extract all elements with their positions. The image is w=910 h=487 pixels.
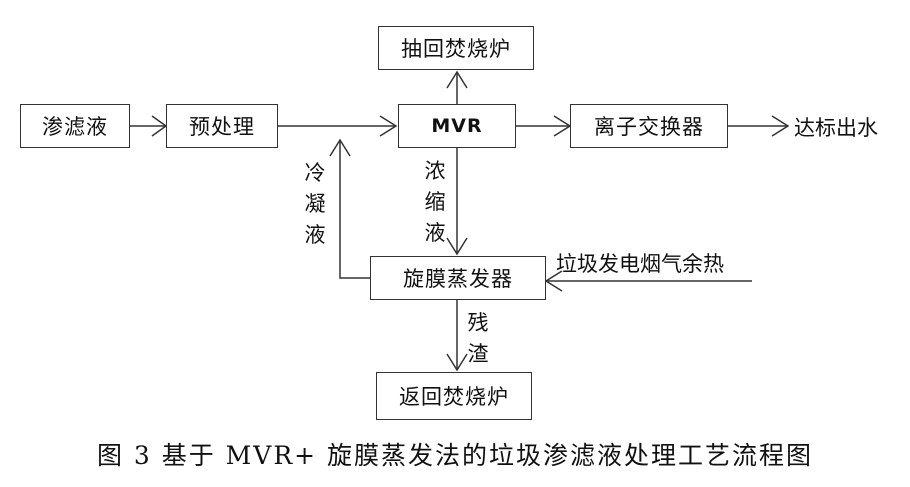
label-discharge: 达标出水 bbox=[794, 116, 878, 140]
arrowhead-ion-to-discharge bbox=[771, 115, 790, 137]
label-waste-heat: 垃圾发电烟气余热 bbox=[556, 252, 724, 276]
node-return-incinerator-bottom: 返回焚烧炉 bbox=[376, 372, 532, 420]
arrowhead-mvr-to-evaporator bbox=[446, 237, 468, 256]
arrowhead-condensate-return bbox=[329, 138, 351, 157]
arrowhead-evaporator-to-bottom-incinerator bbox=[446, 353, 468, 372]
node-ion-exchanger: 离子交换器 bbox=[570, 104, 728, 148]
node-leachate: 渗滤液 bbox=[20, 104, 130, 148]
label-residue: 残渣 bbox=[467, 311, 489, 366]
arrowhead-mvr-to-top-incinerator bbox=[446, 70, 468, 89]
figure-caption: 图 3 基于 MVR+ 旋膜蒸发法的垃圾渗滤液处理工艺流程图 bbox=[96, 441, 814, 470]
node-film-evaporator: 旋膜蒸发器 bbox=[370, 256, 546, 300]
node-return-incinerator-top: 抽回焚烧炉 bbox=[378, 26, 534, 70]
arrowhead-heat-to-evaporator bbox=[544, 270, 563, 292]
node-pretreatment: 预处理 bbox=[166, 104, 278, 148]
label-concentrate: 浓缩液 bbox=[424, 159, 446, 245]
label-condensate: 冷凝液 bbox=[304, 161, 326, 247]
arrowhead-pretreatment-to-mvr bbox=[379, 115, 398, 137]
node-mvr: MVR bbox=[398, 104, 516, 148]
line-condensate-return bbox=[339, 140, 370, 279]
